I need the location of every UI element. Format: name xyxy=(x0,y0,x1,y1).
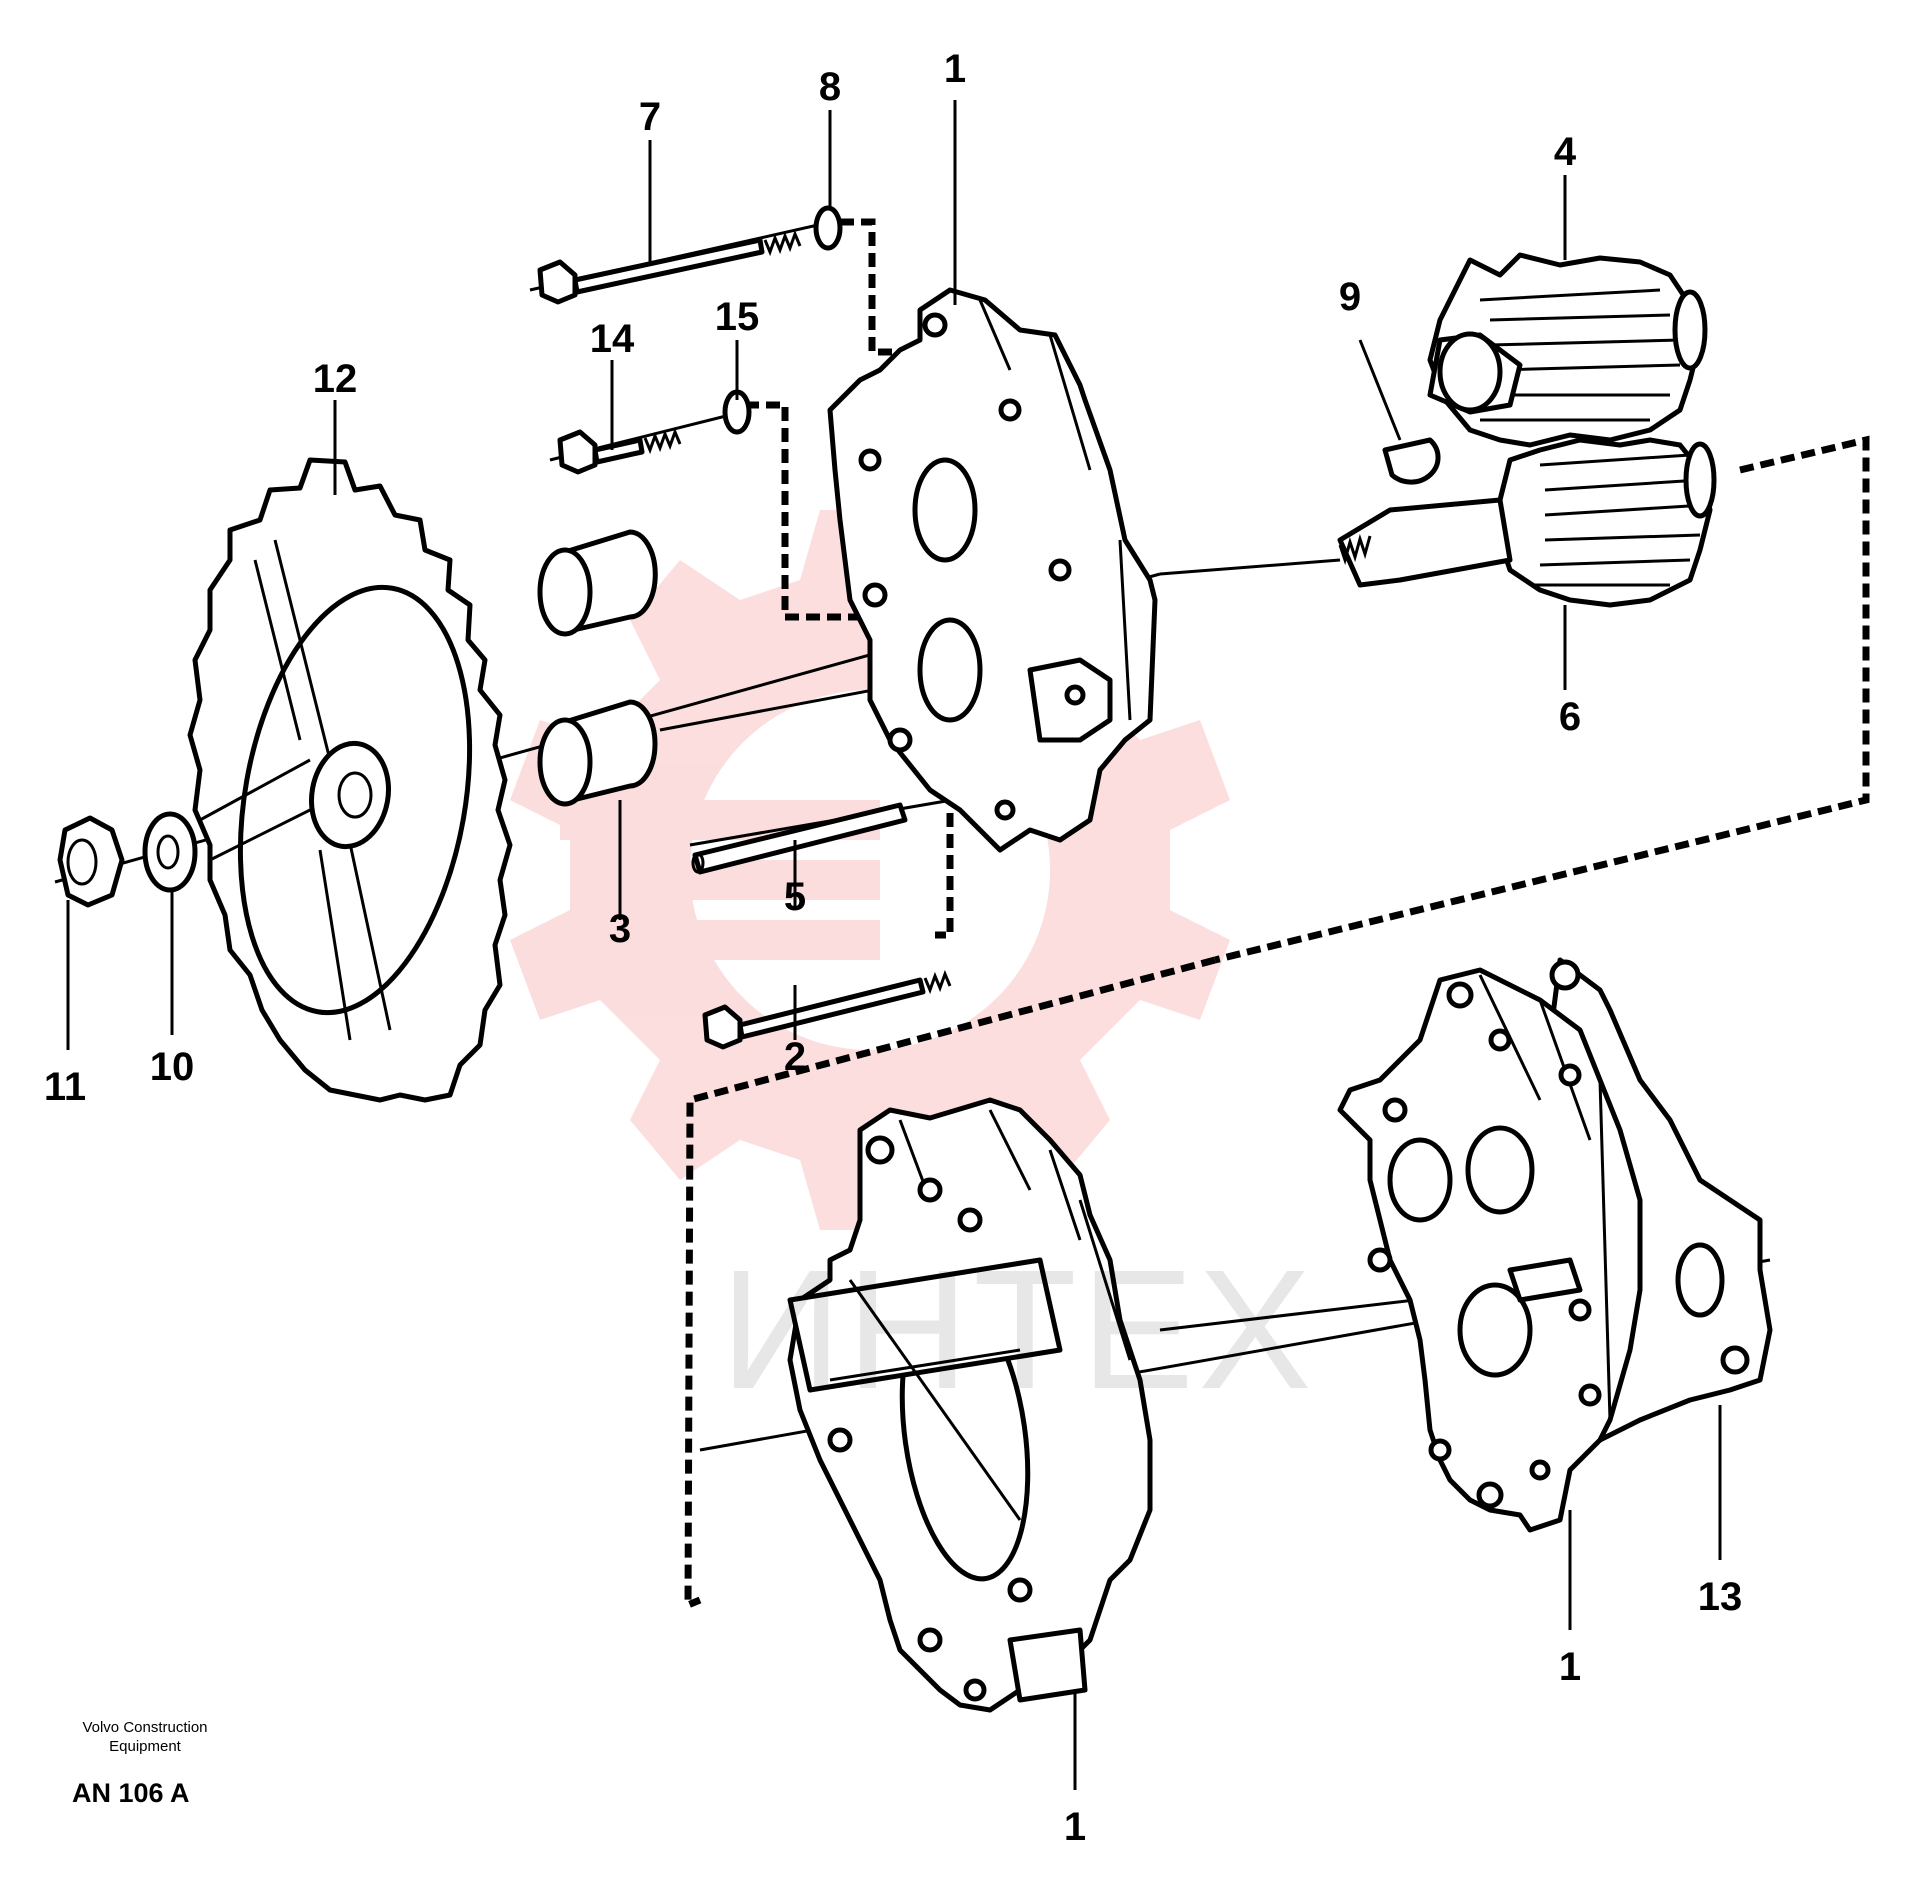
label-part-5: 5 xyxy=(784,875,806,919)
label-part-8: 8 xyxy=(819,65,841,109)
bushing-lower xyxy=(537,699,658,807)
drawing-code: AN 106 A xyxy=(72,1778,190,1808)
nut xyxy=(57,815,125,908)
leader-lines xyxy=(66,100,1722,1790)
long-bolt xyxy=(537,205,843,305)
drive-gear xyxy=(1427,252,1708,448)
pump-cover-top xyxy=(827,287,1158,853)
woodruff-key xyxy=(1382,437,1441,485)
label-part-9: 9 xyxy=(1339,275,1361,319)
camshaft-gear xyxy=(187,457,513,1103)
driven-gear-shaft xyxy=(1337,437,1717,608)
label-part-1-top: 1 xyxy=(944,47,966,91)
label-part-13: 13 xyxy=(1698,1575,1743,1619)
label-part-4: 4 xyxy=(1554,130,1577,174)
dashed-assembly-lines xyxy=(684,218,1870,1611)
label-part-7: 7 xyxy=(639,95,661,139)
label-part-2: 2 xyxy=(784,1035,806,1079)
manufacturer-caption: Volvo Construction Equipment xyxy=(40,1718,250,1756)
bottom-bolt xyxy=(702,969,952,1050)
label-part-1-right: 1 xyxy=(1559,1645,1581,1689)
caption-line-1: Volvo Construction xyxy=(82,1719,208,1736)
label-part-3: 3 xyxy=(609,907,631,951)
washer xyxy=(142,811,198,893)
label-part-14: 14 xyxy=(590,317,635,361)
label-part-10: 10 xyxy=(150,1045,195,1089)
label-part-6: 6 xyxy=(1559,695,1581,739)
dowel-pin xyxy=(691,802,908,875)
bushing-upper xyxy=(537,529,658,637)
label-part-11: 11 xyxy=(44,1065,86,1109)
label-part-12: 12 xyxy=(313,357,358,401)
caption-line-2: Equipment xyxy=(109,1738,181,1755)
part-number-labels: 1 8 7 4 9 15 14 12 6 5 3 2 10 11 13 1 1 xyxy=(44,47,1742,1849)
label-part-1-bottom: 1 xyxy=(1064,1805,1086,1849)
pump-plate-right xyxy=(1337,957,1773,1533)
pump-housing-bottom xyxy=(787,1097,1153,1713)
short-bolt xyxy=(557,389,752,475)
watermark-text: ИНТЕХ xyxy=(720,1235,1316,1425)
label-part-15: 15 xyxy=(715,295,760,339)
